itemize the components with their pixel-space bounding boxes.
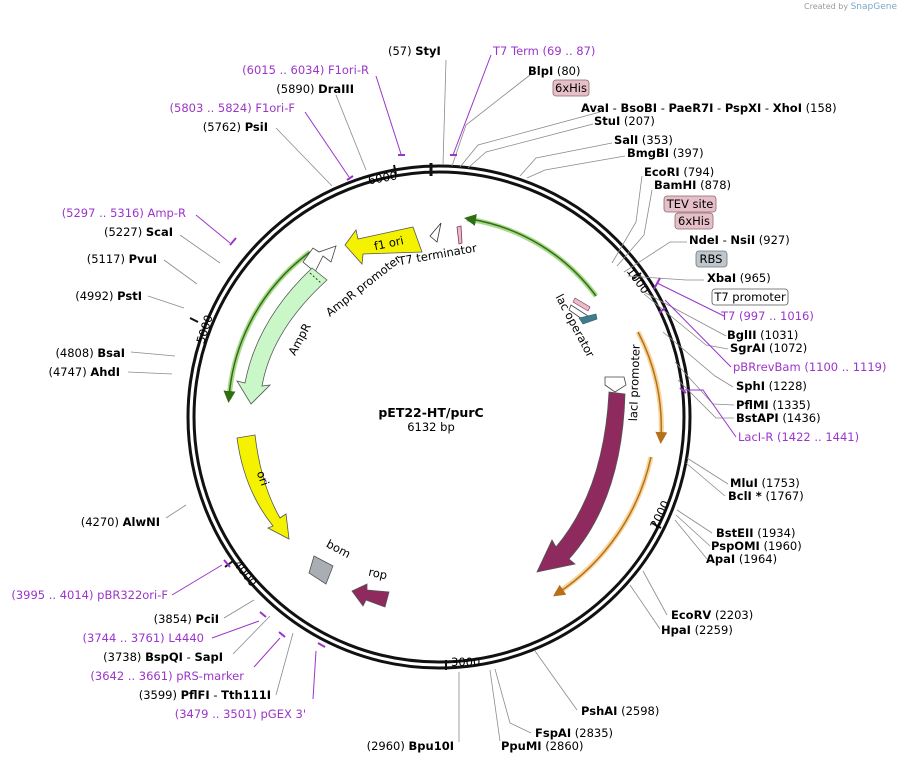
snapgene-logo: SnapGene [850,2,897,12]
site-pflfi: (3599) PflFI - Tth111I [139,688,271,702]
site-hpai: HpaI (2259) [661,623,733,637]
site-bspqi: (3738) BspQI - SapI [103,650,223,664]
primer-leaders [171,54,737,700]
feature-label-laci: lacI [603,480,623,504]
site-ecori: EcoRI (794) [644,165,714,179]
feature-label-rop: rop [367,565,388,583]
site-draiii: (5890) DraIII [276,82,354,96]
primer-pbr322ori-f: (3995 .. 4014) pBR322ori-F [11,588,168,602]
feature-label-f1-ori: f1 ori [373,233,405,253]
feature-label-ampr: AmpR [285,321,313,358]
box-rbs: RBS [695,250,728,268]
plasmid-name: pET22-HT/purC [378,405,483,420]
primer-f1ori-f: (5803 .. 5824) F1ori-F [170,101,295,115]
feature-label-ori: ori [254,469,272,488]
tick-3000: 3000 [451,655,480,669]
tick-6000: 6000 [367,168,398,187]
feature-f1-ori[interactable]: f1 ori [344,226,423,265]
site-bmgbi: BmgBI (397) [627,146,704,160]
credit: Created by SnapGene [804,2,897,12]
svg-text:6xHis: 6xHis [678,214,710,228]
enzyme-leaders [127,59,735,742]
svg-text:6xHis: 6xHis [555,81,587,95]
orf-arc-left-line [223,251,311,403]
site-ndei: NdeI - NsiI (927) [689,233,790,247]
site-stui: StuI (207) [594,114,655,128]
site-pshai: PshAI (2598) [581,704,659,718]
primer-labels: T7 Term (69 .. 87) T7 (997 .. 1016) pBRr… [11,44,886,721]
primer-t7-term: T7 Term (69 .. 87) [492,44,595,58]
site-xbai: XbaI (965) [707,271,771,285]
site-pcii: (3854) PciI [154,612,219,626]
feature-laci[interactable]: lacI [536,391,626,573]
orf-arc-top-line [464,214,597,297]
feature-laci-promoter[interactable]: lacI promoter [604,344,643,422]
site-bsteii: BstEII (1934) [716,526,795,540]
his-tag-mark [456,225,463,245]
site-scai: (5227) ScaI [104,225,173,239]
feature-label-laci-promoter: lacI promoter [626,344,643,422]
enzyme-labels: (57) StyI BlpI (80) AvaI - BsoBI - PaeR7… [388,44,837,753]
site-sgrai: SgrAI (1072) [730,341,807,355]
site-pvui: (5117) PvuI [87,252,157,266]
primer-amp-r: (5297 .. 5316) Amp-R [62,206,186,220]
site-ecorv: EcoRV (2203) [671,608,753,622]
feature-label-bom: bom [324,537,353,561]
site-psii: (5762) PsiI [203,120,268,134]
boxed-labels: 6xHis TEV site 6xHis RBS T7 promoter [552,79,789,306]
orf-arc-lower-right-line [553,456,652,597]
site-bcli: BclI * (1767) [728,489,804,503]
primer-pbrrevbam: pBRrevBam (1100 .. 1119) [733,360,886,374]
svg-text:RBS: RBS [700,252,723,266]
site-blpi: BlpI (80) [528,64,580,78]
site-bstapi: BstAPI (1436) [736,411,821,425]
site-ahdi: (4747) AhdI [48,365,120,379]
box-6xhis: 6xHis [674,212,714,230]
primer-l4440: (3744 .. 3761) L4440 [83,631,204,645]
feature-rop[interactable]: rop [351,565,390,608]
site-ppumi: PpuMI (2860) [501,739,583,753]
site-psti: (4992) PstI [75,289,142,303]
site-bpu10i: (2960) Bpu10I [367,739,454,753]
site-pflmi: PflMI (1335) [736,398,811,412]
feature-bom[interactable]: bom [308,537,353,585]
svg-text:TEV site: TEV site [666,197,714,211]
primer-prs-marker: (3642 .. 3661) pRS-marker [90,669,244,683]
site-alwni: (4270) AlwNI [81,515,160,529]
backbone [186,163,692,670]
box-t7-promoter: T7 promoter [711,288,789,306]
feature-lac-operator[interactable]: lac operator [553,292,598,360]
credit-prefix: Created by [804,2,849,11]
site-sali: SalI (353) [614,133,673,147]
feature-ampr[interactable]: AmpR [236,267,328,405]
orf-arc-top [466,216,599,298]
site-mlui: MluI (1753) [730,476,800,490]
rbs-mark [578,313,598,325]
tick-4000: 4000 [231,558,260,590]
svg-text:T7 promoter: T7 promoter [713,290,786,304]
primer-laci-r: LacI-R (1422 .. 1441) [738,430,859,444]
primer-pgex3: (3479 .. 3501) pGEX 3' [175,707,306,721]
feature-ori[interactable]: ori [236,434,290,540]
feature-label-ampr-promoter: AmpR promoter [323,252,404,319]
site-apai: ApaI (1964) [706,552,777,566]
site-psppomi: PspOMI (1960) [711,539,802,553]
enzyme-labels-left: (2960) Bpu10I (3599) PflFI - Tth111I (37… [48,82,454,753]
site-fspai: FspAI (2835) [535,726,613,740]
site-bglii: BglII (1031) [727,328,798,342]
site-bamhi: BamHI (878) [654,178,731,192]
box-6xhis-top: 6xHis [552,79,590,97]
tag-mark [572,297,591,312]
plasmid-length: 6132 bp [407,420,455,434]
site-styi: (57) StyI [388,44,441,58]
primer-t7: T7 (997 .. 1016) [720,309,814,323]
box-tev-site: TEV site [663,195,717,213]
orf-arc-right-line [637,331,668,444]
site-bsai: (4808) BsaI [55,346,125,360]
site-sphi: SphI (1228) [736,379,807,393]
tick-5000: 5000 [193,313,215,345]
site-avai: AvaI - BsoBI - PaeR7I - PspXI - XhoI (15… [581,101,837,115]
primer-f1ori-r: (6015 .. 6034) F1ori-R [242,63,369,77]
